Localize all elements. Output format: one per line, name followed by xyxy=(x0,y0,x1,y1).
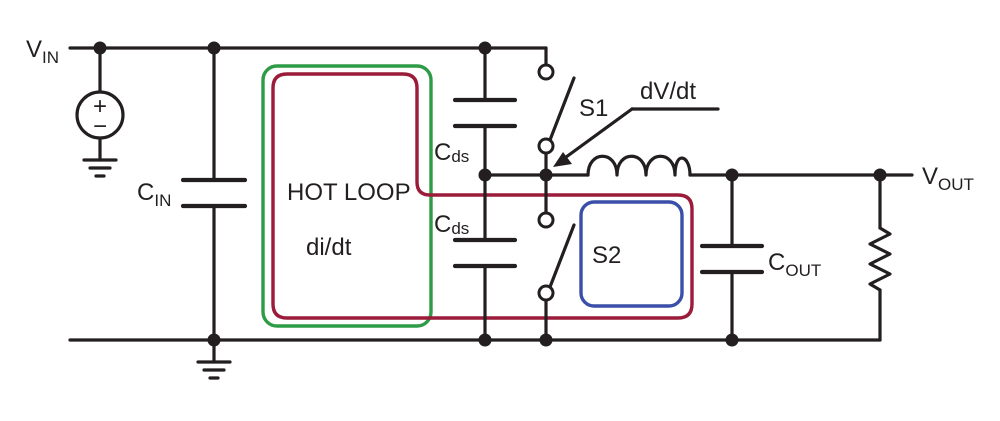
load-resistor xyxy=(868,226,892,292)
vout-label: VOUT xyxy=(922,163,974,194)
cds-bottom-capacitor xyxy=(452,237,518,269)
source-plus-sign: + xyxy=(93,93,107,120)
junction-dots xyxy=(93,41,887,347)
s2-label: S2 xyxy=(592,242,621,269)
s1-label: S1 xyxy=(579,95,608,122)
ground-icon-main xyxy=(196,360,232,380)
switch-s2 xyxy=(537,211,576,302)
cds-top-capacitor xyxy=(452,97,518,129)
source-minus-sign: − xyxy=(93,113,107,140)
cds-top-label: Cds xyxy=(434,139,469,166)
cds-bottom-label: Cds xyxy=(434,211,469,238)
s2-loop-outline xyxy=(579,200,684,308)
inductor-coil xyxy=(586,154,692,177)
input-capacitor xyxy=(180,177,248,209)
vin-label: VIN xyxy=(26,36,59,67)
dvdt-arrowhead-icon xyxy=(553,152,572,167)
cin-label: CIN xyxy=(137,179,171,210)
switch-s1 xyxy=(537,63,576,155)
voltage-source-icon xyxy=(75,90,125,140)
output-capacitor xyxy=(699,243,765,275)
cout-label: COUT xyxy=(768,249,821,280)
dvdt-label: dV/dt xyxy=(640,78,696,105)
current-path-loop xyxy=(271,72,694,320)
dvdt-pointer-arrow xyxy=(560,107,634,162)
didt-label: di/dt xyxy=(306,234,352,261)
ground-icon-source xyxy=(82,158,118,178)
hot-loop-label: HOT LOOP xyxy=(287,179,411,206)
